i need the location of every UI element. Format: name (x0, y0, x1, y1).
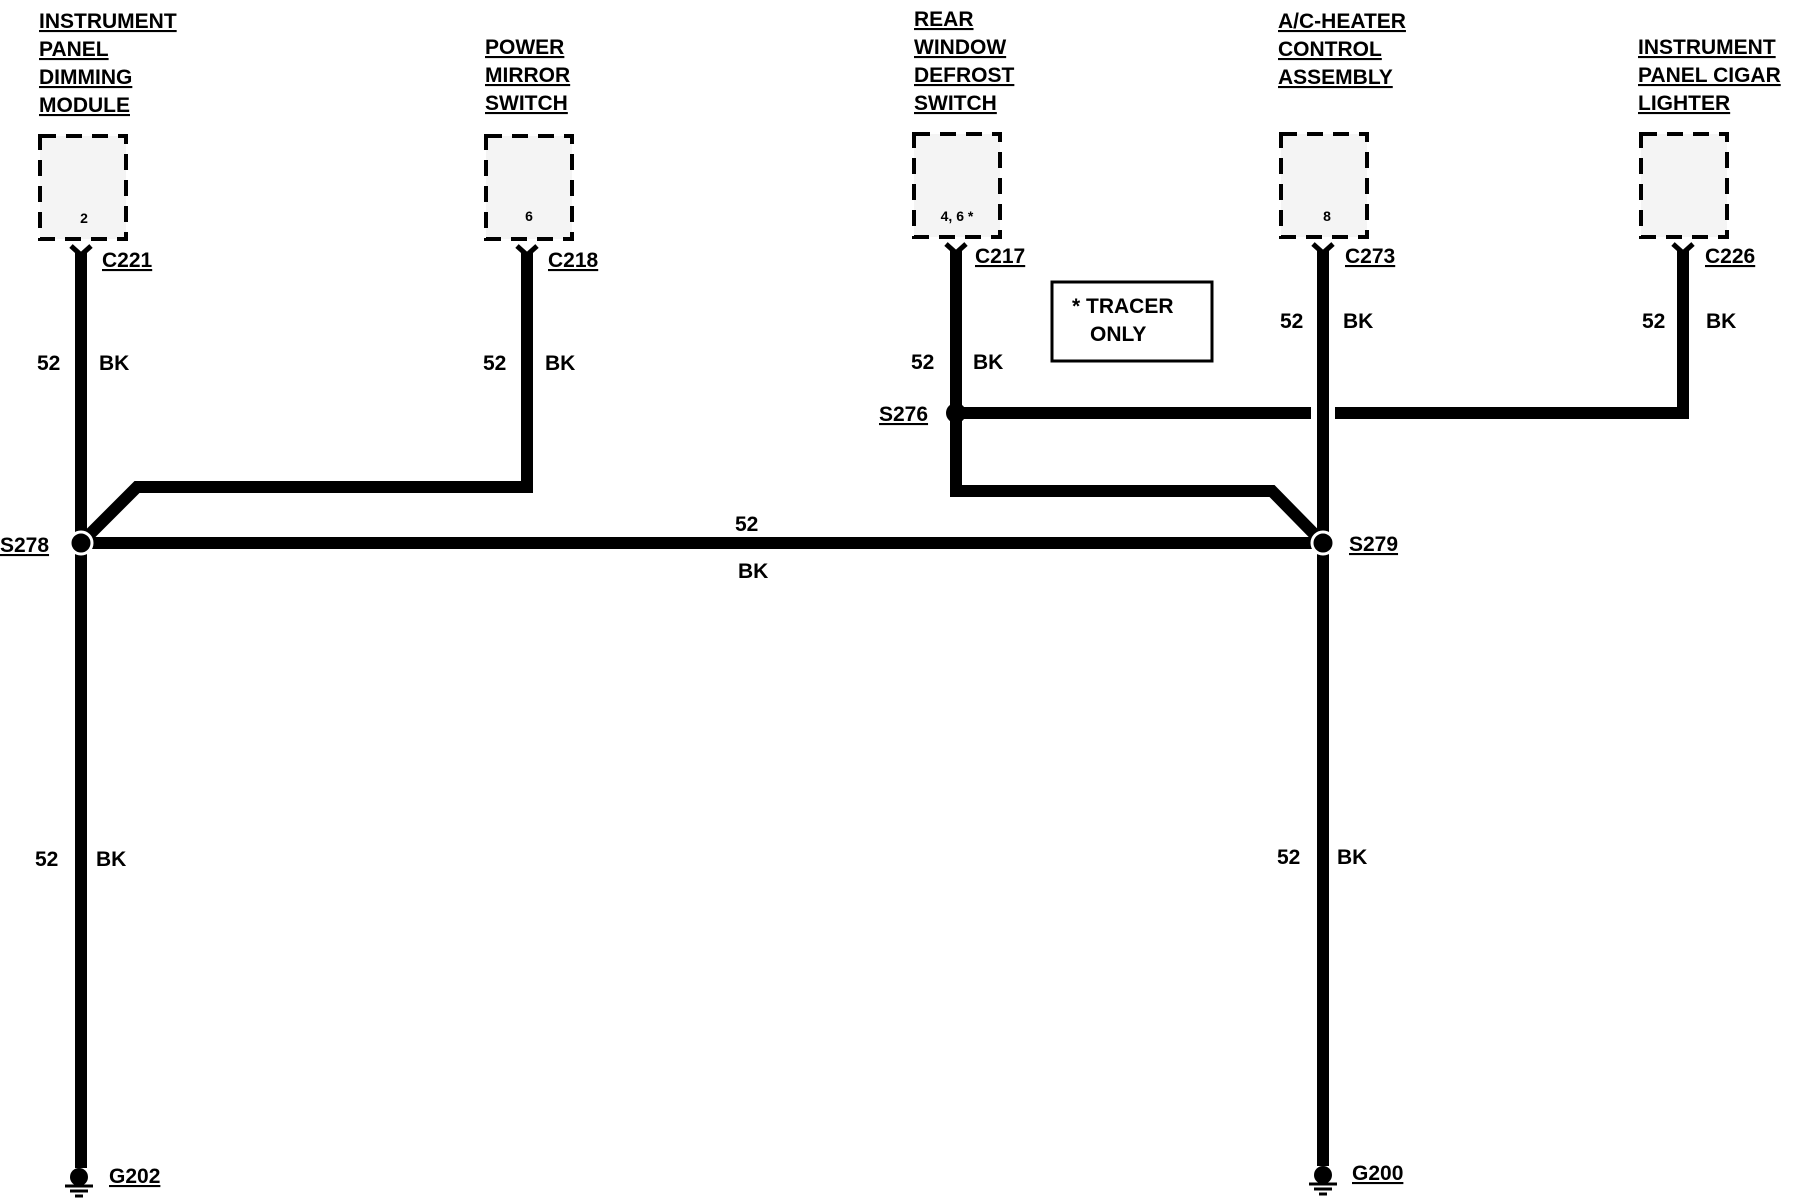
wire-color: BK (1337, 846, 1367, 869)
wire-color: BK (545, 352, 575, 375)
splice-s278-dot (68, 530, 94, 556)
title-line: INSTRUMENT (39, 10, 177, 33)
wire-color: BK (99, 352, 129, 375)
title-line: CONTROL (1278, 38, 1382, 61)
title-line: DEFROST (914, 64, 1015, 87)
pin-number: 8 (1323, 208, 1331, 224)
ground-g202-label: G202 (109, 1165, 160, 1188)
ground-g202-symbol (65, 1168, 93, 1198)
splice-s276-label: S276 (879, 403, 928, 426)
title-line: WINDOW (914, 36, 1006, 59)
wire-c218-to-s278 (76, 253, 533, 548)
wire-color: BK (1706, 310, 1736, 333)
title-line: REAR (914, 8, 974, 31)
rear-window-defrost-switch-title: REAR WINDOW DEFROST SWITCH (914, 8, 1015, 115)
splice-s279-label: S279 (1349, 533, 1398, 556)
ground-g200-label: G200 (1352, 1162, 1403, 1185)
circuit-number: 52 (37, 352, 60, 375)
wire-color: BK (973, 351, 1003, 374)
title-line: INSTRUMENT (1638, 36, 1776, 59)
wire-color: BK (1343, 310, 1373, 333)
power-mirror-switch-title: POWER MIRROR SWITCH (485, 36, 570, 115)
title-line: DIMMING (39, 66, 132, 89)
ip-dimming-module-box (38, 134, 128, 241)
title-line: MODULE (39, 94, 130, 117)
connector-c218-label: C218 (548, 249, 599, 272)
wire-color: BK (738, 560, 768, 583)
circuit-number: 52 (1280, 310, 1303, 333)
connector-c226-label: C226 (1705, 245, 1755, 268)
wire-label-c226: 52 BK (1642, 310, 1736, 333)
circuit-number: 52 (911, 351, 934, 374)
splice-s276-dot (946, 403, 966, 423)
tracer-note-line2: ONLY (1090, 323, 1146, 346)
title-line: LIGHTER (1638, 92, 1730, 115)
title-line: POWER (485, 36, 564, 59)
title-line: PANEL CIGAR (1638, 64, 1781, 87)
connector-c273-label: C273 (1345, 245, 1395, 268)
wire-label-c218: 52 BK (483, 352, 575, 375)
cigar-lighter-box (1639, 132, 1729, 239)
circuit-number: 52 (735, 513, 758, 536)
wire-c217-to-s279 (950, 251, 1328, 548)
circuit-number: 52 (35, 848, 58, 871)
connector-c221-label: C221 (102, 249, 153, 272)
wire-label-g202: 52 BK (35, 848, 126, 871)
title-line: SWITCH (914, 92, 997, 115)
tracer-note-line1: * TRACER (1072, 295, 1174, 318)
wire-label-s278-s279: 52 BK (735, 513, 768, 583)
rear-defrost-switch-box (912, 132, 1002, 239)
pin-number: 6 (525, 208, 533, 224)
title-line: SWITCH (485, 92, 568, 115)
tracer-note-box (1050, 280, 1214, 363)
wire-color: BK (96, 848, 126, 871)
ip-cigar-lighter-title: INSTRUMENT PANEL CIGAR LIGHTER (1638, 36, 1781, 115)
pin-number: 2 (80, 210, 88, 226)
ac-heater-box (1279, 132, 1369, 239)
title-line: A/C-HEATER (1278, 10, 1406, 33)
ip-dimming-module-title: INSTRUMENT PANEL DIMMING MODULE (39, 10, 177, 117)
circuit-number: 52 (483, 352, 506, 375)
power-mirror-switch-box (484, 134, 574, 241)
wire-label-c221-upper: 52 BK (37, 352, 129, 375)
circuit-number: 52 (1642, 310, 1665, 333)
ground-g200-symbol (1309, 1166, 1337, 1196)
wire-label-g200: 52 BK (1277, 846, 1367, 869)
splice-s279-dot (1310, 530, 1336, 556)
pin-number: 4, 6 * (941, 208, 974, 224)
splice-s278-label: S278 (0, 534, 49, 557)
wire-label-c217: 52 BK (911, 351, 1003, 374)
ac-heater-control-assembly-title: A/C-HEATER CONTROL ASSEMBLY (1278, 10, 1406, 89)
wire-s276-to-c226 (956, 251, 1689, 419)
wire-label-c273: 52 BK (1280, 310, 1373, 333)
title-line: MIRROR (485, 64, 570, 87)
title-line: ASSEMBLY (1278, 66, 1393, 89)
connector-c217-label: C217 (975, 245, 1025, 268)
circuit-number: 52 (1277, 846, 1300, 869)
title-line: PANEL (39, 38, 109, 61)
